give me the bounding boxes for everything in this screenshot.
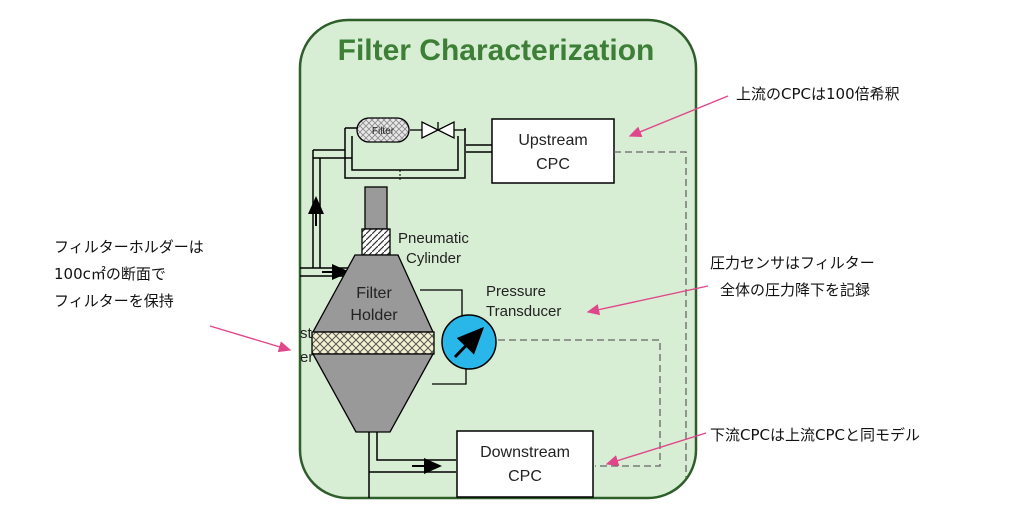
downstream-note-arrow (605, 432, 707, 466)
pressure-note-line-1: 圧力センサはフィルター (710, 254, 875, 272)
holder-note-line-3: フィルターを保持 (54, 292, 174, 310)
pressure-note-line-2: 全体の圧力降下を記録 (720, 281, 870, 299)
pneumatic-label-2: Cylinder (406, 250, 461, 267)
cutoff-label-2: er (300, 349, 313, 366)
valve-icon (410, 120, 466, 140)
upstream-note: 上流のCPCは100倍希釈 (736, 85, 900, 103)
cutoff-label-1: st (300, 325, 313, 342)
pneumatic-label-1: Pneumatic (398, 230, 469, 247)
upstream-note-arrow (628, 95, 729, 137)
pressure-label-1: Pressure (486, 283, 546, 300)
holder-note-arrow (209, 325, 292, 353)
gauge-needle-icon (453, 326, 485, 359)
annotation-arrows (209, 95, 729, 466)
upstream-cpc-box (491, 118, 615, 184)
pressure-lines (420, 289, 467, 385)
pressure-label-2: Transducer (486, 303, 561, 320)
filter-media (311, 331, 435, 355)
top-tubing (312, 127, 494, 268)
downstream-note: 下流CPCは上流CPCと同モデル (710, 426, 920, 444)
diagram-title: Filter Characterization (338, 34, 655, 67)
signal-lines (498, 151, 687, 478)
holder-note-line-1: フィルターホルダーは (54, 238, 204, 256)
downstream-cpc-label-2: CPC (508, 468, 542, 485)
holder-note-line-2: 100c㎡の断面で (54, 265, 166, 283)
filter-holder-label-2: Holder (350, 307, 398, 324)
upstream-cpc-label-2: CPC (536, 156, 570, 173)
downstream-cpc-box (456, 430, 594, 498)
pneumatic-rod (364, 186, 388, 230)
filter-holder-label-1: Filter (356, 285, 392, 302)
inline-filter-label: Filter (372, 126, 395, 137)
inline-filter (356, 117, 410, 143)
pneumatic-cylinder (361, 228, 391, 256)
upstream-cpc-label-1: Upstream (518, 132, 587, 149)
pressure-note-arrow (586, 285, 709, 316)
filter-holder-lower (311, 353, 435, 433)
downstream-cpc-label-1: Downstream (480, 444, 570, 461)
